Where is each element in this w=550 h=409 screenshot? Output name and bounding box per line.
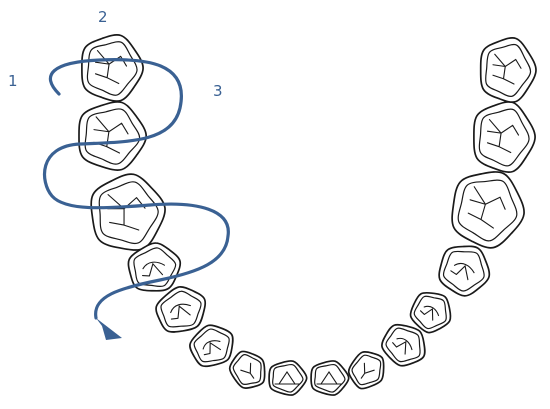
step-label-2: 2 [98, 8, 108, 26]
tooth-upper-right-4 [438, 245, 491, 297]
tooth-upper-left-5 [155, 285, 207, 333]
tooth-upper-left-8 [268, 360, 308, 396]
tooth-upper-left-1 [81, 34, 144, 102]
scan-path-group [42, 58, 230, 340]
step-label-1: 1 [8, 72, 18, 90]
tooth-upper-left-7 [228, 350, 266, 390]
tooth-upper-right-5 [409, 291, 452, 334]
scan-path-line [42, 58, 230, 320]
step-label-3: 3 [213, 82, 223, 100]
tooth-upper-left-6 [189, 324, 234, 368]
tooth-upper-right-3 [451, 171, 525, 249]
tooth-upper-right-6 [381, 323, 426, 367]
tooth-upper-right-1 [479, 37, 537, 103]
tooth-upper-right-2 [473, 100, 536, 174]
tooth-upper-left-2 [78, 101, 148, 171]
tooth-upper-right-7 [347, 350, 385, 390]
tooth-upper-left-3 [90, 173, 166, 251]
teeth-group [78, 34, 537, 396]
arrow-head-icon [96, 318, 122, 340]
tooth-upper-right-8 [310, 360, 350, 396]
